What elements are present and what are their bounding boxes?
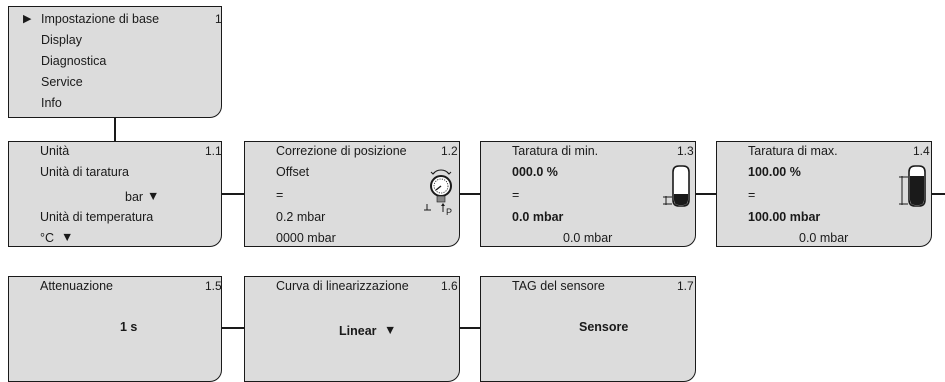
menu-item-service[interactable]: Service <box>41 75 83 89</box>
menu-item-impostazione-di-base[interactable]: Impostazione di base <box>41 12 160 26</box>
tank-level-icon <box>663 165 690 207</box>
connector-1-4-tail <box>932 193 945 195</box>
damping-number: 1.5 <box>205 279 222 293</box>
temp-unit-label: Unità di temperatura <box>40 210 154 224</box>
main-menu-panel: ▶ Impostazione di base 1 Display Diagnos… <box>8 6 222 118</box>
damping-value[interactable]: 1 s <box>120 320 138 334</box>
connector-1-3-to-1-4 <box>696 193 716 195</box>
min-calibration-panel[interactable]: Taratura di min. 1.3 000.0 % = 0.0 mbar … <box>480 141 696 247</box>
menu-item-diagnostica[interactable]: Diagnostica <box>41 54 107 68</box>
position-correction-panel[interactable]: Correzione di posizione 1.2 Offset = 0.2… <box>244 141 460 247</box>
offset-label: Offset <box>276 165 310 179</box>
damping-panel[interactable]: Attenuazione 1.5 1 s <box>8 276 222 382</box>
dropdown-arrow-icon[interactable]: ▼ <box>61 230 74 244</box>
position-number: 1.2 <box>441 144 458 158</box>
unit-number: 1.1 <box>205 144 222 158</box>
sensor-tag-value[interactable]: Sensore <box>579 320 629 334</box>
max-value[interactable]: 100.00 mbar <box>748 210 821 224</box>
sensor-tag-panel[interactable]: TAG del sensore 1.7 Sensore <box>480 276 696 382</box>
temp-unit-value[interactable]: °C <box>40 231 55 245</box>
dropdown-arrow-icon[interactable]: ▼ <box>147 189 160 203</box>
play-icon: ▶ <box>23 13 32 25</box>
calib-unit-label: Unità di taratura <box>40 165 129 179</box>
equals-sign: = <box>748 188 756 202</box>
connector-1-6-to-1-7 <box>460 327 480 329</box>
damping-title: Attenuazione <box>40 279 113 293</box>
min-number: 1.3 <box>677 144 694 158</box>
tank-level-icon <box>899 165 926 207</box>
connector-1-2-to-1-3 <box>460 193 480 195</box>
max-title: Taratura di max. <box>748 144 838 158</box>
max-percent[interactable]: 100.00 % <box>748 165 801 179</box>
sensor-tag-title: TAG del sensore <box>512 279 605 293</box>
sensor-tag-number: 1.7 <box>677 279 694 293</box>
linearization-value[interactable]: Linear <box>339 324 377 338</box>
linearization-title: Curva di linearizzazione <box>276 279 409 293</box>
min-measured: 0.0 mbar <box>563 231 613 245</box>
position-title: Correzione di posizione <box>276 144 407 158</box>
max-number: 1.4 <box>913 144 930 158</box>
calib-unit-value[interactable]: bar <box>125 190 144 204</box>
pressure-gauge-icon <box>424 169 452 212</box>
max-measured: 0.0 mbar <box>799 231 849 245</box>
equals-sign: = <box>276 188 284 202</box>
equals-sign: = <box>512 188 520 202</box>
connector-main-to-sub <box>114 118 116 143</box>
gauge-p-label: P <box>446 207 453 217</box>
menu-item-display[interactable]: Display <box>41 33 82 47</box>
menu-item-info[interactable]: Info <box>41 96 62 110</box>
unit-title: Unità <box>40 144 70 158</box>
max-calibration-panel[interactable]: Taratura di max. 1.4 100.00 % = 100.00 m… <box>716 141 932 247</box>
min-value[interactable]: 0.0 mbar <box>512 210 564 224</box>
min-title: Taratura di min. <box>512 144 599 158</box>
linearization-number: 1.6 <box>441 279 458 293</box>
menu-number: 1 <box>215 12 222 26</box>
unit-panel[interactable]: Unità 1.1 Unità di taratura bar ▼ Unità … <box>8 141 222 247</box>
min-percent[interactable]: 000.0 % <box>512 165 558 179</box>
linearization-panel[interactable]: Curva di linearizzazione 1.6 Linear ▼ <box>244 276 460 382</box>
dropdown-arrow-icon[interactable]: ▼ <box>384 323 397 337</box>
offset-value[interactable]: 0.2 mbar <box>276 210 326 224</box>
offset-measured: 0000 mbar <box>276 231 336 245</box>
connector-1-5-to-1-6 <box>222 327 244 329</box>
connector-1-1-to-1-2 <box>222 193 244 195</box>
